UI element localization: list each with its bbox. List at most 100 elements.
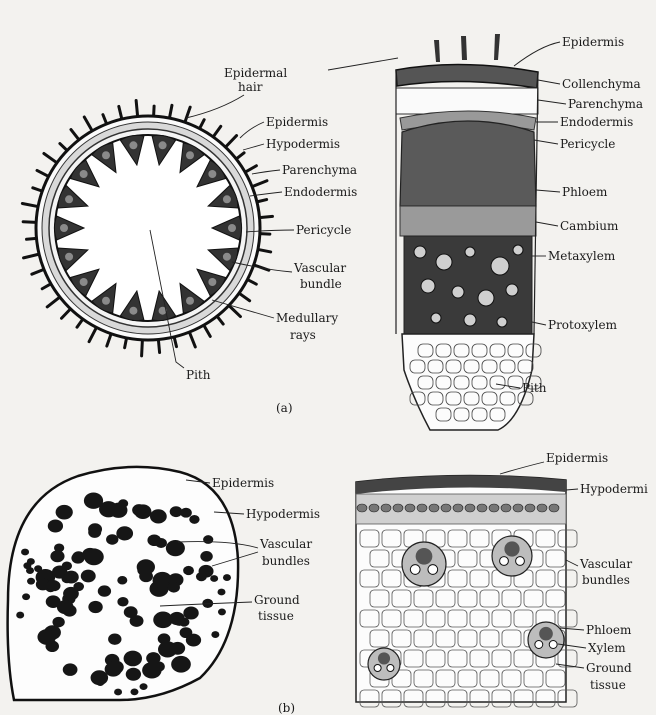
xylem-vessel — [506, 284, 518, 296]
phloem-patch — [129, 307, 137, 315]
label-epidermis-br: Epidermis — [546, 451, 608, 465]
vascular-bundle-dot — [27, 578, 35, 585]
vascular-bundle-dot — [81, 570, 96, 583]
parenchyma-band — [396, 88, 538, 114]
epidermal-hair — [245, 166, 256, 172]
projection-line — [328, 58, 398, 70]
bundle-xylem — [500, 557, 509, 566]
epidermal-hair — [204, 325, 210, 336]
vascular-bundle-dot — [170, 642, 185, 655]
pointer-epidermis-ar — [514, 42, 560, 66]
phloem-patch — [102, 297, 110, 305]
bundle-xylem — [374, 664, 381, 671]
phloem-patch — [223, 195, 231, 203]
hypodermis-cell — [501, 504, 511, 512]
pith-area — [85, 165, 211, 291]
label-epidermal-hair: Epidermal hair — [224, 66, 291, 94]
xylem-vessel — [414, 246, 426, 258]
phloem-patch — [223, 253, 231, 261]
vascular-bundle-dot — [124, 651, 142, 667]
label-hypodermis-a: Hypodermis — [266, 137, 340, 151]
epidermal-hair — [24, 254, 40, 258]
vascular-bundle-dot — [169, 612, 185, 625]
epidermal-hair — [136, 101, 137, 117]
vascular-bundle-dot — [105, 662, 122, 677]
bundle-phloem — [504, 541, 519, 556]
label-cambium: Cambium — [560, 219, 619, 233]
label-hypodermis-br: Hypodermi — [580, 482, 648, 496]
pointer-cambium — [536, 222, 558, 226]
hypodermis-cell — [417, 504, 427, 512]
vascular-bundle-dot — [99, 501, 118, 517]
vascular-bundle-dot — [48, 520, 63, 533]
pointer-epidermal-hair — [186, 95, 244, 118]
phloem-patch — [65, 195, 73, 203]
epidermal-hair — [158, 340, 159, 353]
hypodermis-cell — [465, 504, 475, 512]
label-vascular-bundle: Vascular bundle — [293, 261, 350, 291]
vascular-bundle-dot — [108, 633, 121, 644]
pith-region — [402, 334, 534, 430]
vascular-bundle-dot — [34, 565, 42, 572]
vascular-bundle-dot — [137, 559, 155, 575]
vascular-bundle-dot — [210, 575, 218, 582]
dicot-stem-ts — [22, 101, 272, 356]
label-parenchyma-a: Parenchyma — [282, 163, 357, 177]
label-vascular-bundles-b: Vascular bundles — [259, 537, 316, 568]
label-parenchyma-ar: Parenchyma — [568, 97, 643, 111]
hypodermis-cell — [477, 504, 487, 512]
cambium-band — [400, 206, 536, 236]
phloem-patch — [208, 278, 216, 286]
phloem-patch — [186, 297, 194, 305]
label-xylem-br: Xylem — [588, 641, 626, 655]
label-epidermis-ar: Epidermis — [562, 35, 624, 49]
epidermal-hair — [252, 181, 267, 187]
vascular-bundle-dot — [196, 572, 207, 581]
label-pericycle-ar: Pericycle — [560, 137, 615, 151]
pointer-parenchyma-a — [252, 170, 280, 174]
pointer-pericycle-ar — [534, 140, 558, 144]
bundle-xylem — [535, 641, 543, 649]
label-epidermis-b: Epidermis — [212, 476, 274, 490]
vascular-bundle-dot — [50, 550, 64, 562]
label-pericycle-a: Pericycle — [296, 223, 351, 237]
label-metaxylem: Metaxylem — [548, 249, 616, 263]
vascular-bundle-dot — [91, 670, 109, 685]
vascular-bundle-dot — [147, 534, 161, 546]
label-phloem-br: Phloem — [586, 623, 632, 637]
dicot-stem-sector — [328, 34, 541, 430]
vascular-bundle-dot — [183, 566, 194, 575]
vascular-bundle-dot — [62, 562, 72, 571]
phloem-patch — [65, 253, 73, 261]
vascular-bundle-dot — [140, 683, 148, 690]
epidermal-hair — [44, 154, 57, 163]
vascular-bundle-dot — [126, 668, 141, 681]
xylem-vessel — [452, 286, 464, 298]
epidermal-hair — [260, 216, 273, 217]
vascular-bundle-dot — [186, 634, 201, 647]
label-endodermis-a: Endodermis — [284, 185, 357, 199]
vascular-bundle-dot — [52, 617, 64, 627]
bundle-xylem — [428, 565, 438, 575]
epidermal-hair — [22, 203, 38, 206]
phloem-patch — [186, 151, 194, 159]
label-vascular-bundles-br: Vascular bundles — [579, 557, 636, 587]
vascular-bundle-dot — [88, 601, 102, 613]
label-ground-tissue-b: Ground tissue — [254, 593, 304, 623]
vascular-bundle-dot — [117, 576, 127, 585]
label-hypodermis-b: Hypodermis — [246, 507, 320, 521]
xylem-vessel — [464, 314, 476, 326]
vascular-bundle-dot — [180, 508, 192, 518]
trichome — [494, 34, 500, 60]
monocot-stem-sector — [356, 475, 577, 707]
label-medullary-rays: Medullary rays — [276, 311, 342, 342]
epidermal-hair — [229, 305, 241, 316]
pointer-vascular-bundles-br — [566, 560, 578, 566]
vascular-bundle-dot — [106, 534, 118, 545]
vascular-bundle-dot — [200, 551, 212, 562]
label-endodermis-ar: Endodermis — [560, 115, 633, 129]
phloem-patch — [208, 170, 216, 178]
pointer-parenchyma-ar — [538, 100, 566, 104]
vascular-bundle-dot — [21, 549, 29, 556]
label-pith-ar: Pith — [522, 381, 547, 395]
